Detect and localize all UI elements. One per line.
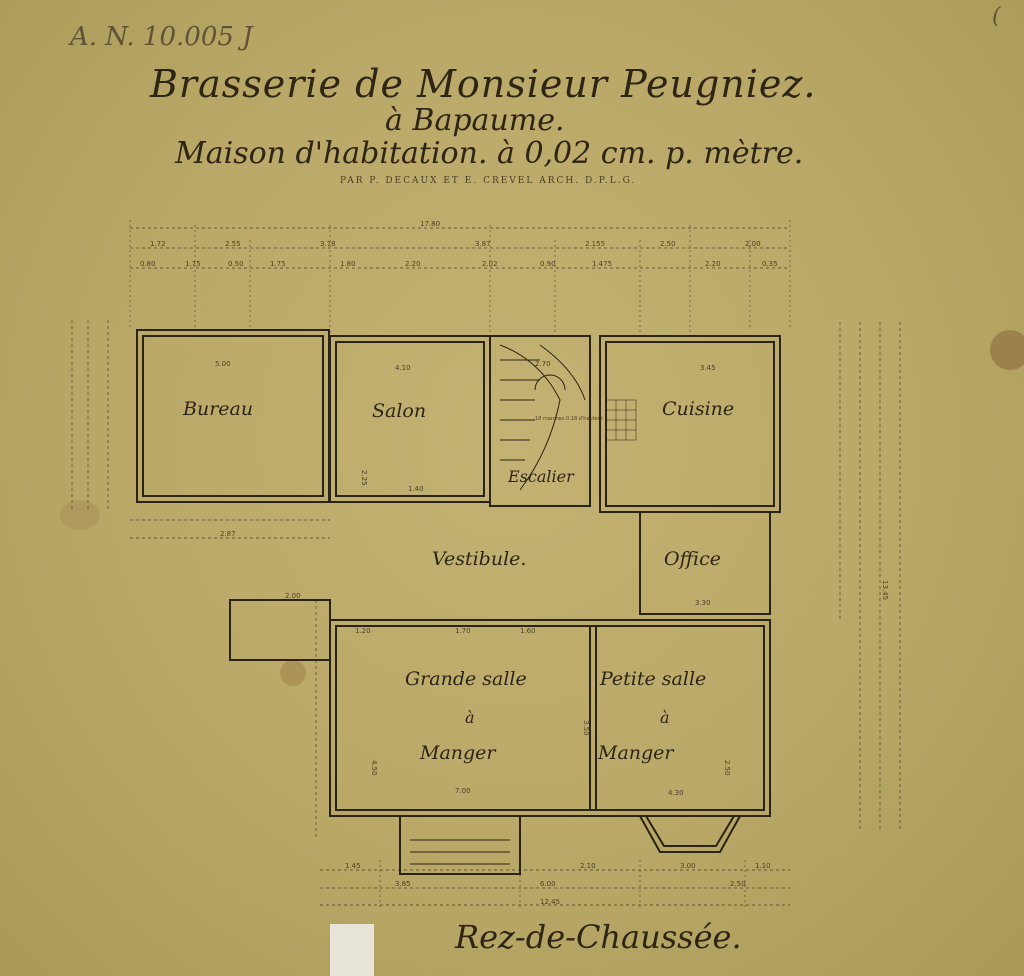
dim-label: 3.00	[680, 862, 696, 870]
dim-label: 3.50	[582, 720, 590, 736]
room-label-office: Office	[664, 548, 721, 570]
room-label-grande-salle-manger: Manger	[420, 742, 496, 764]
dim-label: 2.00	[745, 240, 761, 248]
room-label-petite-salle-manger: Manger	[598, 742, 674, 764]
stain	[60, 500, 100, 530]
dim-label: 1.80	[340, 260, 356, 268]
dim-label: 2.87	[220, 530, 236, 538]
dim-petite-salle-width: 4.30	[668, 789, 684, 797]
dim-overall-width: 17.80	[420, 220, 440, 228]
room-label-petite-salle: Petite salle	[600, 668, 707, 690]
archive-reference: A. N. 10.005 J	[70, 22, 253, 52]
dim-label: 2.155	[585, 240, 605, 248]
dim-label: 1.475	[592, 260, 612, 268]
room-label-grande-salle: Grande salle	[405, 668, 527, 690]
dim-label: 0.50	[228, 260, 244, 268]
dim-label: 3.78	[320, 240, 336, 248]
dim-cuisine-width: 3.45	[700, 364, 716, 372]
corner-mark: (	[992, 4, 1001, 29]
dim-label: 1.75	[185, 260, 201, 268]
stair	[410, 344, 586, 865]
dim-label: 1.10	[755, 862, 771, 870]
floor-name: Rez-de-Chaussée.	[455, 918, 742, 956]
dim-label: 0.90	[540, 260, 556, 268]
dim-salon-width: 4.10	[395, 364, 411, 372]
dim-label: 1.40	[408, 485, 424, 493]
dim-label: 6.00	[540, 880, 556, 888]
stair-note: 18 marches 0.18 d'hauteur	[535, 416, 604, 422]
dim-label: 2.00	[285, 592, 301, 600]
room-label-vestibule: Vestibule.	[432, 548, 527, 570]
room-label-escalier: Escalier	[508, 467, 574, 486]
dim-label: 1.20	[355, 627, 371, 635]
dim-label: 2.20	[705, 260, 721, 268]
dim-label: 3.30	[695, 599, 711, 607]
paper-tear	[330, 924, 374, 976]
dim-label: 0.80	[140, 260, 156, 268]
walls	[136, 329, 781, 875]
dim-bureau-width: 5.00	[215, 360, 231, 368]
dim-label: 2.50	[730, 880, 746, 888]
dim-label: 2.10	[580, 862, 596, 870]
title-line-1: Brasserie de Monsieur Peugniez.	[150, 62, 817, 106]
architects-credit: PAR P. DECAUX ET E. CREVEL ARCH. D.P.L.G…	[340, 176, 637, 186]
dim-label: 2.25	[360, 470, 368, 486]
dim-label: 1.45	[345, 862, 361, 870]
dim-bottom-total: 12.45	[540, 898, 560, 906]
stain	[280, 660, 306, 686]
dim-grande-salle-width: 7.00	[455, 787, 471, 795]
dim-label: 1.60	[520, 627, 536, 635]
room-label-petite-salle-a: à	[660, 708, 670, 727]
dim-label: 3.85	[395, 880, 411, 888]
dim-label: 2.50	[660, 240, 676, 248]
dim-label: 2.55	[225, 240, 241, 248]
room-label-cuisine: Cuisine	[662, 398, 735, 420]
dim-label: 1.72	[150, 240, 166, 248]
vertical-ticks	[129, 220, 791, 910]
dim-label: 4.50	[370, 760, 378, 776]
tiled-floor	[605, 399, 637, 441]
stain	[990, 330, 1024, 370]
dim-label: 1.75	[270, 260, 286, 268]
title-line-3: Maison d'habitation. à 0,02 cm. p. mètre…	[175, 136, 804, 171]
dim-stair-width: 2.70	[535, 360, 551, 368]
dim-label: 1.70	[455, 627, 471, 635]
dim-overall-depth: 13.45	[881, 580, 889, 600]
dimension-lines	[71, 227, 901, 906]
dim-label: 3.87	[475, 240, 491, 248]
dim-label: 0.35	[762, 260, 778, 268]
dim-label: 2.50	[723, 760, 731, 776]
dim-label: 2.20	[405, 260, 421, 268]
dim-label: 2.02	[482, 260, 498, 268]
room-label-grande-salle-a: à	[465, 708, 475, 727]
room-label-bureau: Bureau	[183, 398, 254, 420]
room-label-salon: Salon	[372, 400, 427, 422]
title-line-2: à Bapaume.	[385, 103, 565, 138]
